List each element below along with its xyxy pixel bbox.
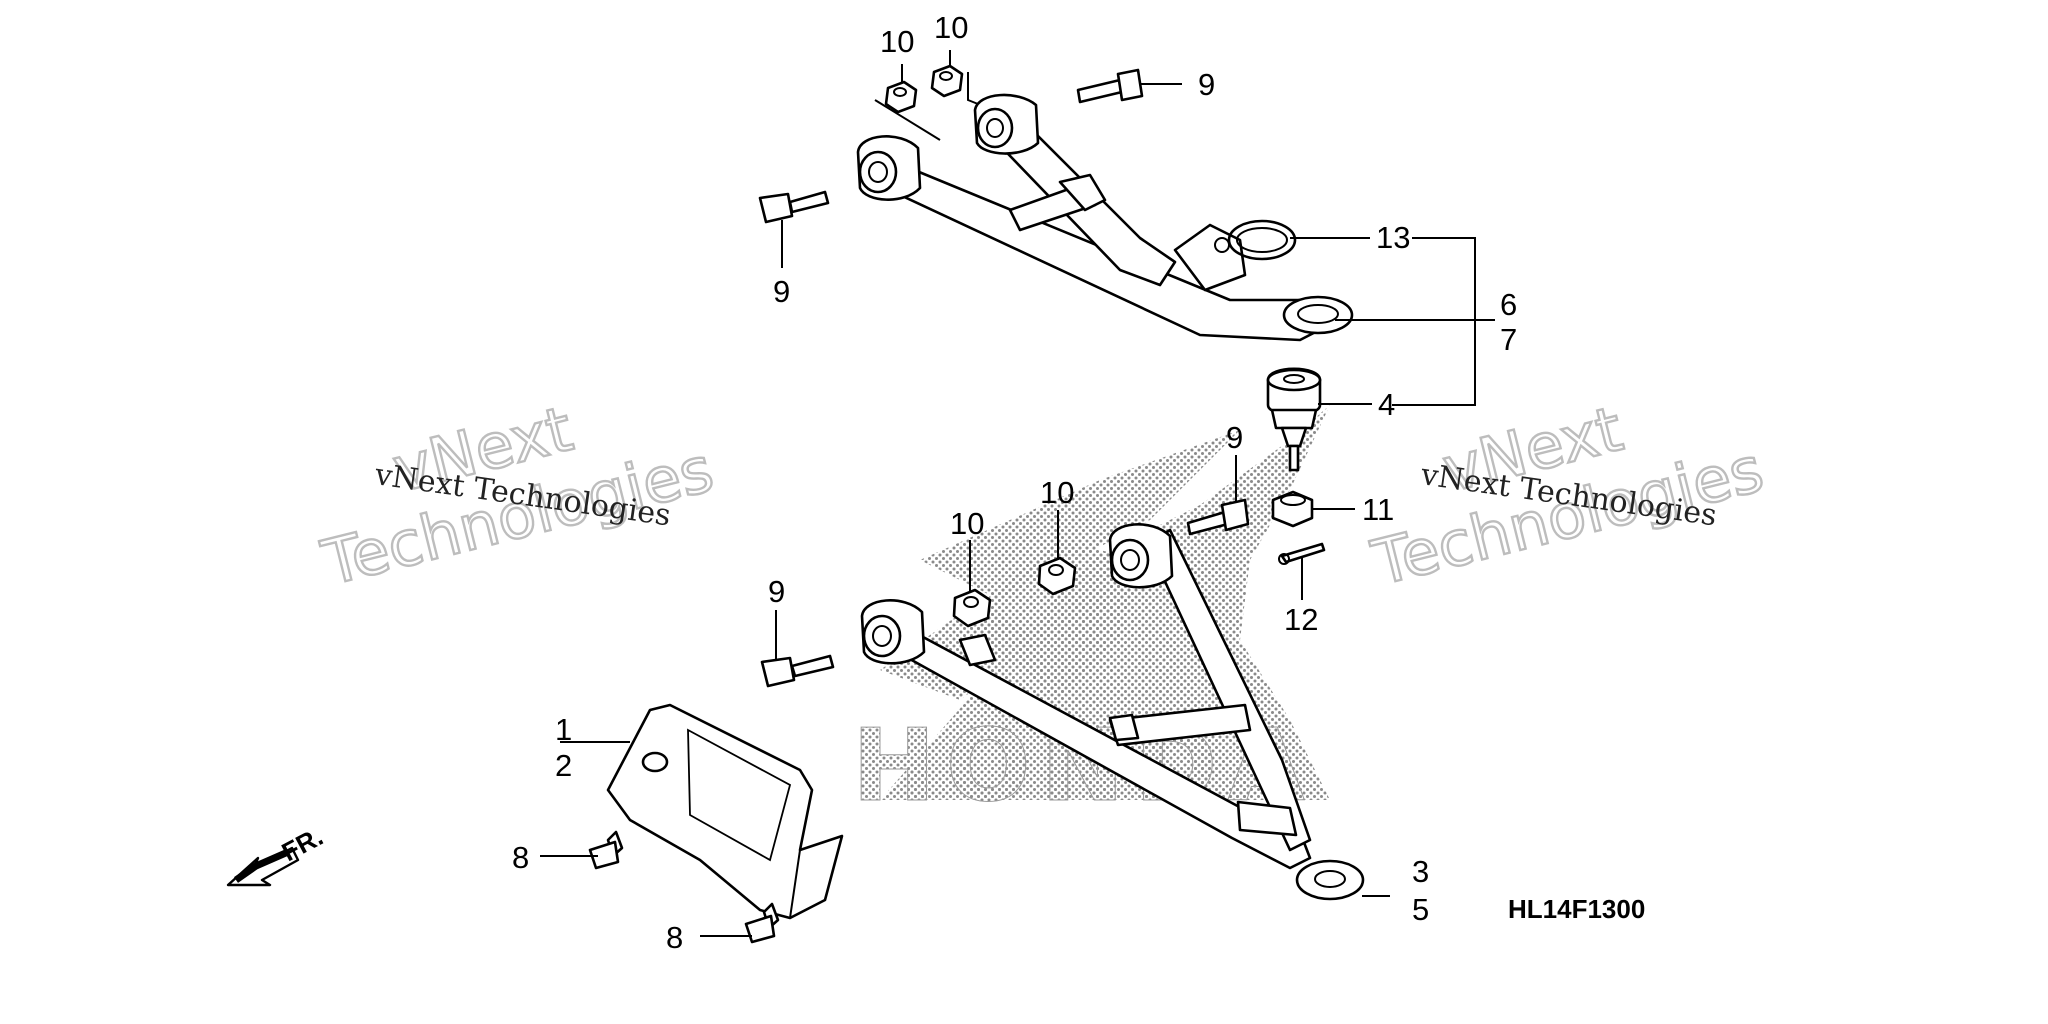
callout-11: 11 — [1362, 492, 1394, 527]
watermark-right: vNext Technologies vNext Technologies — [1364, 391, 1771, 601]
castle-nut — [1271, 490, 1314, 528]
ball-joint — [1266, 367, 1322, 472]
callout-10: 10 — [1040, 475, 1074, 510]
callout-10: 10 — [934, 10, 968, 45]
callout-10: 10 — [950, 506, 984, 541]
callout-5: 5 — [1412, 892, 1429, 927]
watermark-left: vNext Technologies vNext Technologies — [314, 391, 721, 601]
circlip — [1227, 219, 1297, 261]
callout-8: 8 — [666, 920, 683, 955]
leader-lines — [540, 50, 1495, 937]
nut-upper-2 — [930, 64, 964, 98]
nut-lower-2 — [1037, 556, 1077, 596]
guard-bolt-2 — [744, 902, 780, 944]
bolt-upper-front — [758, 190, 830, 224]
nut-lower-1 — [952, 588, 992, 628]
lower-arm-bushing-front — [860, 599, 926, 665]
callout-10: 10 — [880, 24, 914, 59]
lower-arm — [888, 528, 1365, 901]
diagram-code: HL14F1300 — [1508, 894, 1645, 924]
front-direction-arrow: FR. — [226, 821, 328, 887]
nut-upper-1 — [884, 80, 918, 114]
bolt-upper-rear — [1076, 68, 1144, 104]
callout-9: 9 — [773, 274, 790, 309]
callout-2: 2 — [555, 748, 572, 783]
callout-9: 9 — [768, 574, 785, 609]
callout-6: 6 — [1500, 287, 1517, 322]
callouts: 10 10 9 9 13 6 7 4 9 11 12 10 10 9 1 2 8… — [512, 10, 1517, 955]
upper-arm — [866, 106, 1354, 342]
upper-arm-bushing-front — [856, 135, 922, 201]
callout-8: 8 — [512, 840, 529, 875]
callout-1: 1 — [555, 712, 572, 747]
bolt-lower-rear — [1186, 498, 1250, 536]
cotter-pin — [1278, 542, 1326, 565]
callout-9: 9 — [1198, 67, 1215, 102]
callout-13: 13 — [1376, 220, 1410, 255]
guard-bolt-1 — [588, 830, 624, 870]
callout-3: 3 — [1412, 854, 1429, 889]
callout-9: 9 — [1226, 420, 1243, 455]
callout-12: 12 — [1284, 602, 1318, 637]
arm-guard — [606, 703, 844, 920]
lower-arm-bushing-rear — [1108, 523, 1174, 589]
upper-arm-bushing-rear — [973, 93, 1040, 155]
callout-4: 4 — [1378, 387, 1395, 422]
bolt-lower-front — [760, 654, 835, 688]
callout-7: 7 — [1500, 322, 1517, 357]
